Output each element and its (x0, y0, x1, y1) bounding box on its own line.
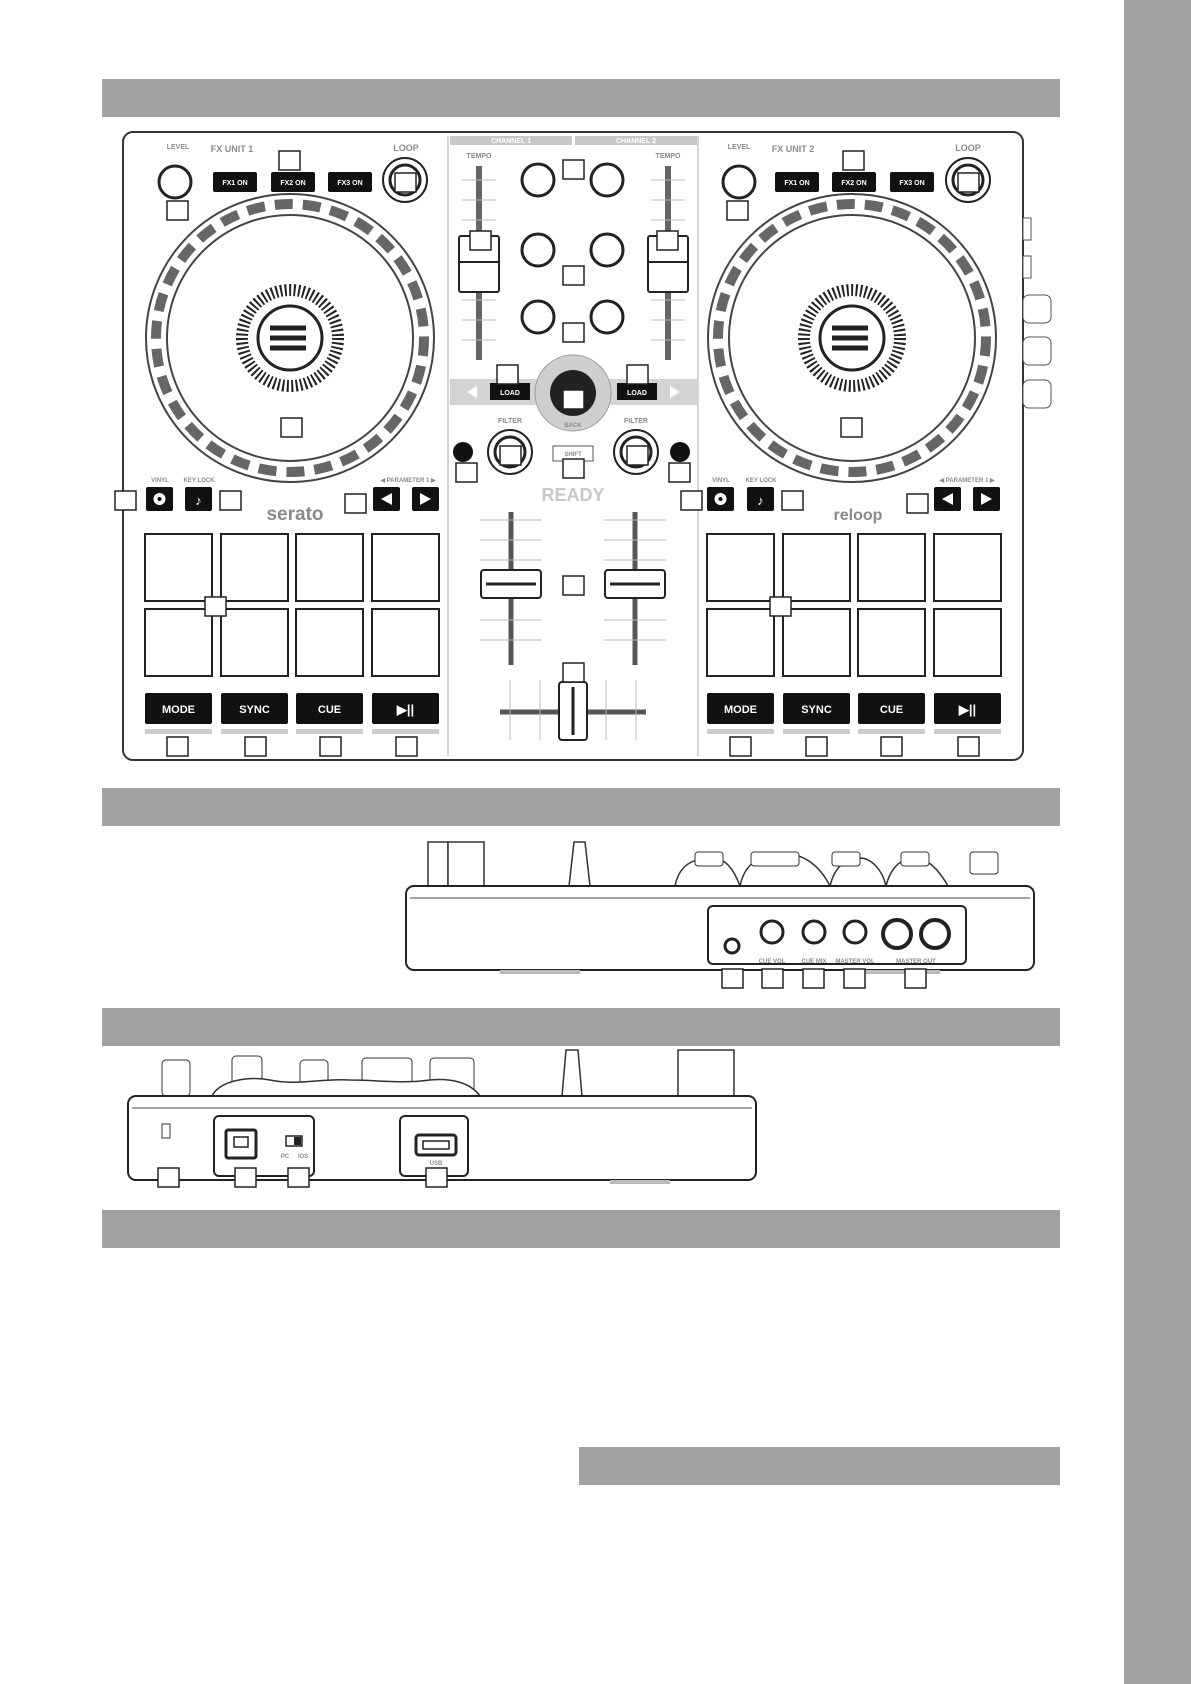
left-performance-pads[interactable] (144, 533, 440, 677)
right-cue-button[interactable]: CUE (858, 693, 925, 724)
left-fx1-button[interactable]: FX1 ON (213, 172, 257, 192)
usb-label: USB (430, 1161, 443, 1167)
section-header-bar-sub (579, 1447, 1060, 1485)
svg-text:FX1 ON: FX1 ON (222, 180, 247, 187)
left-play-button[interactable]: ▶|| (372, 693, 439, 724)
left-vinyl-label: VINYL (151, 478, 169, 484)
right-parameter-label: ◀ PARAMETER 1 ▶ (938, 477, 995, 484)
ready-logo: READY (541, 485, 604, 505)
left-fx-unit-label: FX UNIT 1 (211, 144, 254, 154)
right-fx1-button[interactable]: FX1 ON (775, 172, 819, 192)
right-keylock-label: KEY LOCK (746, 478, 778, 484)
right-play-button[interactable]: ▶|| (934, 693, 1001, 724)
left-keylock-button[interactable] (185, 487, 212, 511)
cue-vol-knob[interactable] (759, 919, 785, 945)
left-parameter-label: ◀ PARAMETER 1 ▶ (379, 477, 436, 484)
svg-text:▶||: ▶|| (958, 702, 976, 717)
callout-markers-rear (157, 1167, 448, 1188)
svg-text:MODE: MODE (162, 704, 195, 716)
page-edge-band (1124, 0, 1191, 1684)
left-sync-button[interactable]: SYNC (221, 693, 288, 724)
right-vinyl-label: VINYL (712, 478, 730, 484)
svg-text:▶||: ▶|| (396, 702, 414, 717)
right-filter-label: FILTER (624, 418, 648, 425)
left-jog-wheel[interactable] (145, 193, 435, 483)
left-headphone-cue-button[interactable] (453, 442, 473, 462)
ios-label: IOS (298, 1154, 308, 1160)
load-left-button[interactable]: LOAD (490, 383, 530, 400)
right-sync-button[interactable]: SYNC (783, 693, 850, 724)
svg-text:SYNC: SYNC (239, 704, 270, 716)
section-header-bar-front-panel (102, 788, 1060, 826)
svg-text:SYNC: SYNC (801, 704, 832, 716)
svg-text:CUE: CUE (318, 704, 341, 716)
reloop-logo: reloop (834, 507, 883, 524)
svg-text:♪: ♪ (195, 493, 202, 508)
left-level-knob[interactable] (157, 164, 193, 200)
right-keylock-button[interactable] (747, 487, 774, 511)
right-headphone-cue-button[interactable] (670, 442, 690, 462)
section-header-bar-rear-panel (102, 1008, 1060, 1046)
cue-vol-label: CUE VOL (759, 959, 786, 965)
right-tempo-label: TEMPO (656, 153, 681, 160)
master-vol-label: MASTER VOL (835, 959, 875, 965)
section-header-bar-top-panel (102, 79, 1060, 117)
left-fx3-button[interactable]: FX3 ON (328, 172, 372, 192)
left-keylock-label: KEY LOCK (184, 478, 216, 484)
channel-2-fader[interactable] (604, 512, 666, 665)
front-panel-illustration (405, 841, 1035, 974)
back-label: BACK (564, 423, 582, 429)
right-fx3-button[interactable]: FX3 ON (890, 172, 934, 192)
callout-markers-front (721, 968, 927, 989)
svg-text:FX3 ON: FX3 ON (899, 180, 924, 187)
right-loop-label: LOOP (955, 143, 981, 153)
svg-text:LOAD: LOAD (500, 390, 520, 397)
headphone-jack[interactable] (723, 937, 741, 955)
load-right-button[interactable]: LOAD (617, 383, 657, 400)
left-level-label: LEVEL (167, 144, 190, 151)
callout-markers-top (114, 150, 980, 757)
svg-text:MODE: MODE (724, 704, 757, 716)
master-out-left-jack[interactable] (881, 918, 913, 950)
left-tempo-label: TEMPO (467, 153, 492, 160)
left-loop-label: LOOP (393, 143, 419, 153)
right-jog-wheel[interactable] (707, 193, 997, 483)
master-out-right-jack[interactable] (919, 918, 951, 950)
left-fx2-button[interactable]: FX2 ON (271, 172, 315, 192)
cue-mix-knob[interactable] (801, 919, 827, 945)
svg-text:FX2 ON: FX2 ON (841, 180, 866, 187)
channel-1-fader[interactable] (480, 512, 542, 665)
svg-text:♪: ♪ (757, 493, 764, 508)
eq-knobs[interactable] (520, 162, 625, 335)
svg-text:CUE: CUE (880, 704, 903, 716)
crossfader[interactable] (500, 680, 646, 741)
left-mode-button[interactable]: MODE (145, 693, 212, 724)
master-out-label: MASTER OUT (896, 959, 936, 965)
kensington-lock-slot[interactable] (161, 1123, 171, 1139)
svg-text:FX3 ON: FX3 ON (337, 180, 362, 187)
right-mode-button[interactable]: MODE (707, 693, 774, 724)
svg-text:SHIFT: SHIFT (564, 452, 582, 458)
cue-mix-label: CUE MIX (801, 959, 826, 965)
right-performance-pads[interactable] (706, 533, 1002, 677)
pc-label: PC (281, 1154, 290, 1160)
channel-1-label: CHANNEL 1 (491, 138, 531, 145)
right-fx-unit-label: FX UNIT 2 (772, 144, 815, 154)
master-vol-knob[interactable] (842, 919, 868, 945)
serato-logo: serato (266, 504, 323, 525)
right-fx2-button[interactable]: FX2 ON (832, 172, 876, 192)
right-level-knob[interactable] (721, 164, 757, 200)
svg-text:LOAD: LOAD (627, 390, 647, 397)
section-header-bar-description (102, 1210, 1060, 1248)
svg-text:FX1 ON: FX1 ON (784, 180, 809, 187)
left-filter-label: FILTER (498, 418, 522, 425)
right-level-label: LEVEL (728, 144, 751, 151)
channel-2-label: CHANNEL 2 (616, 138, 656, 145)
left-cue-button[interactable]: CUE (296, 693, 363, 724)
svg-text:FX2 ON: FX2 ON (280, 180, 305, 187)
